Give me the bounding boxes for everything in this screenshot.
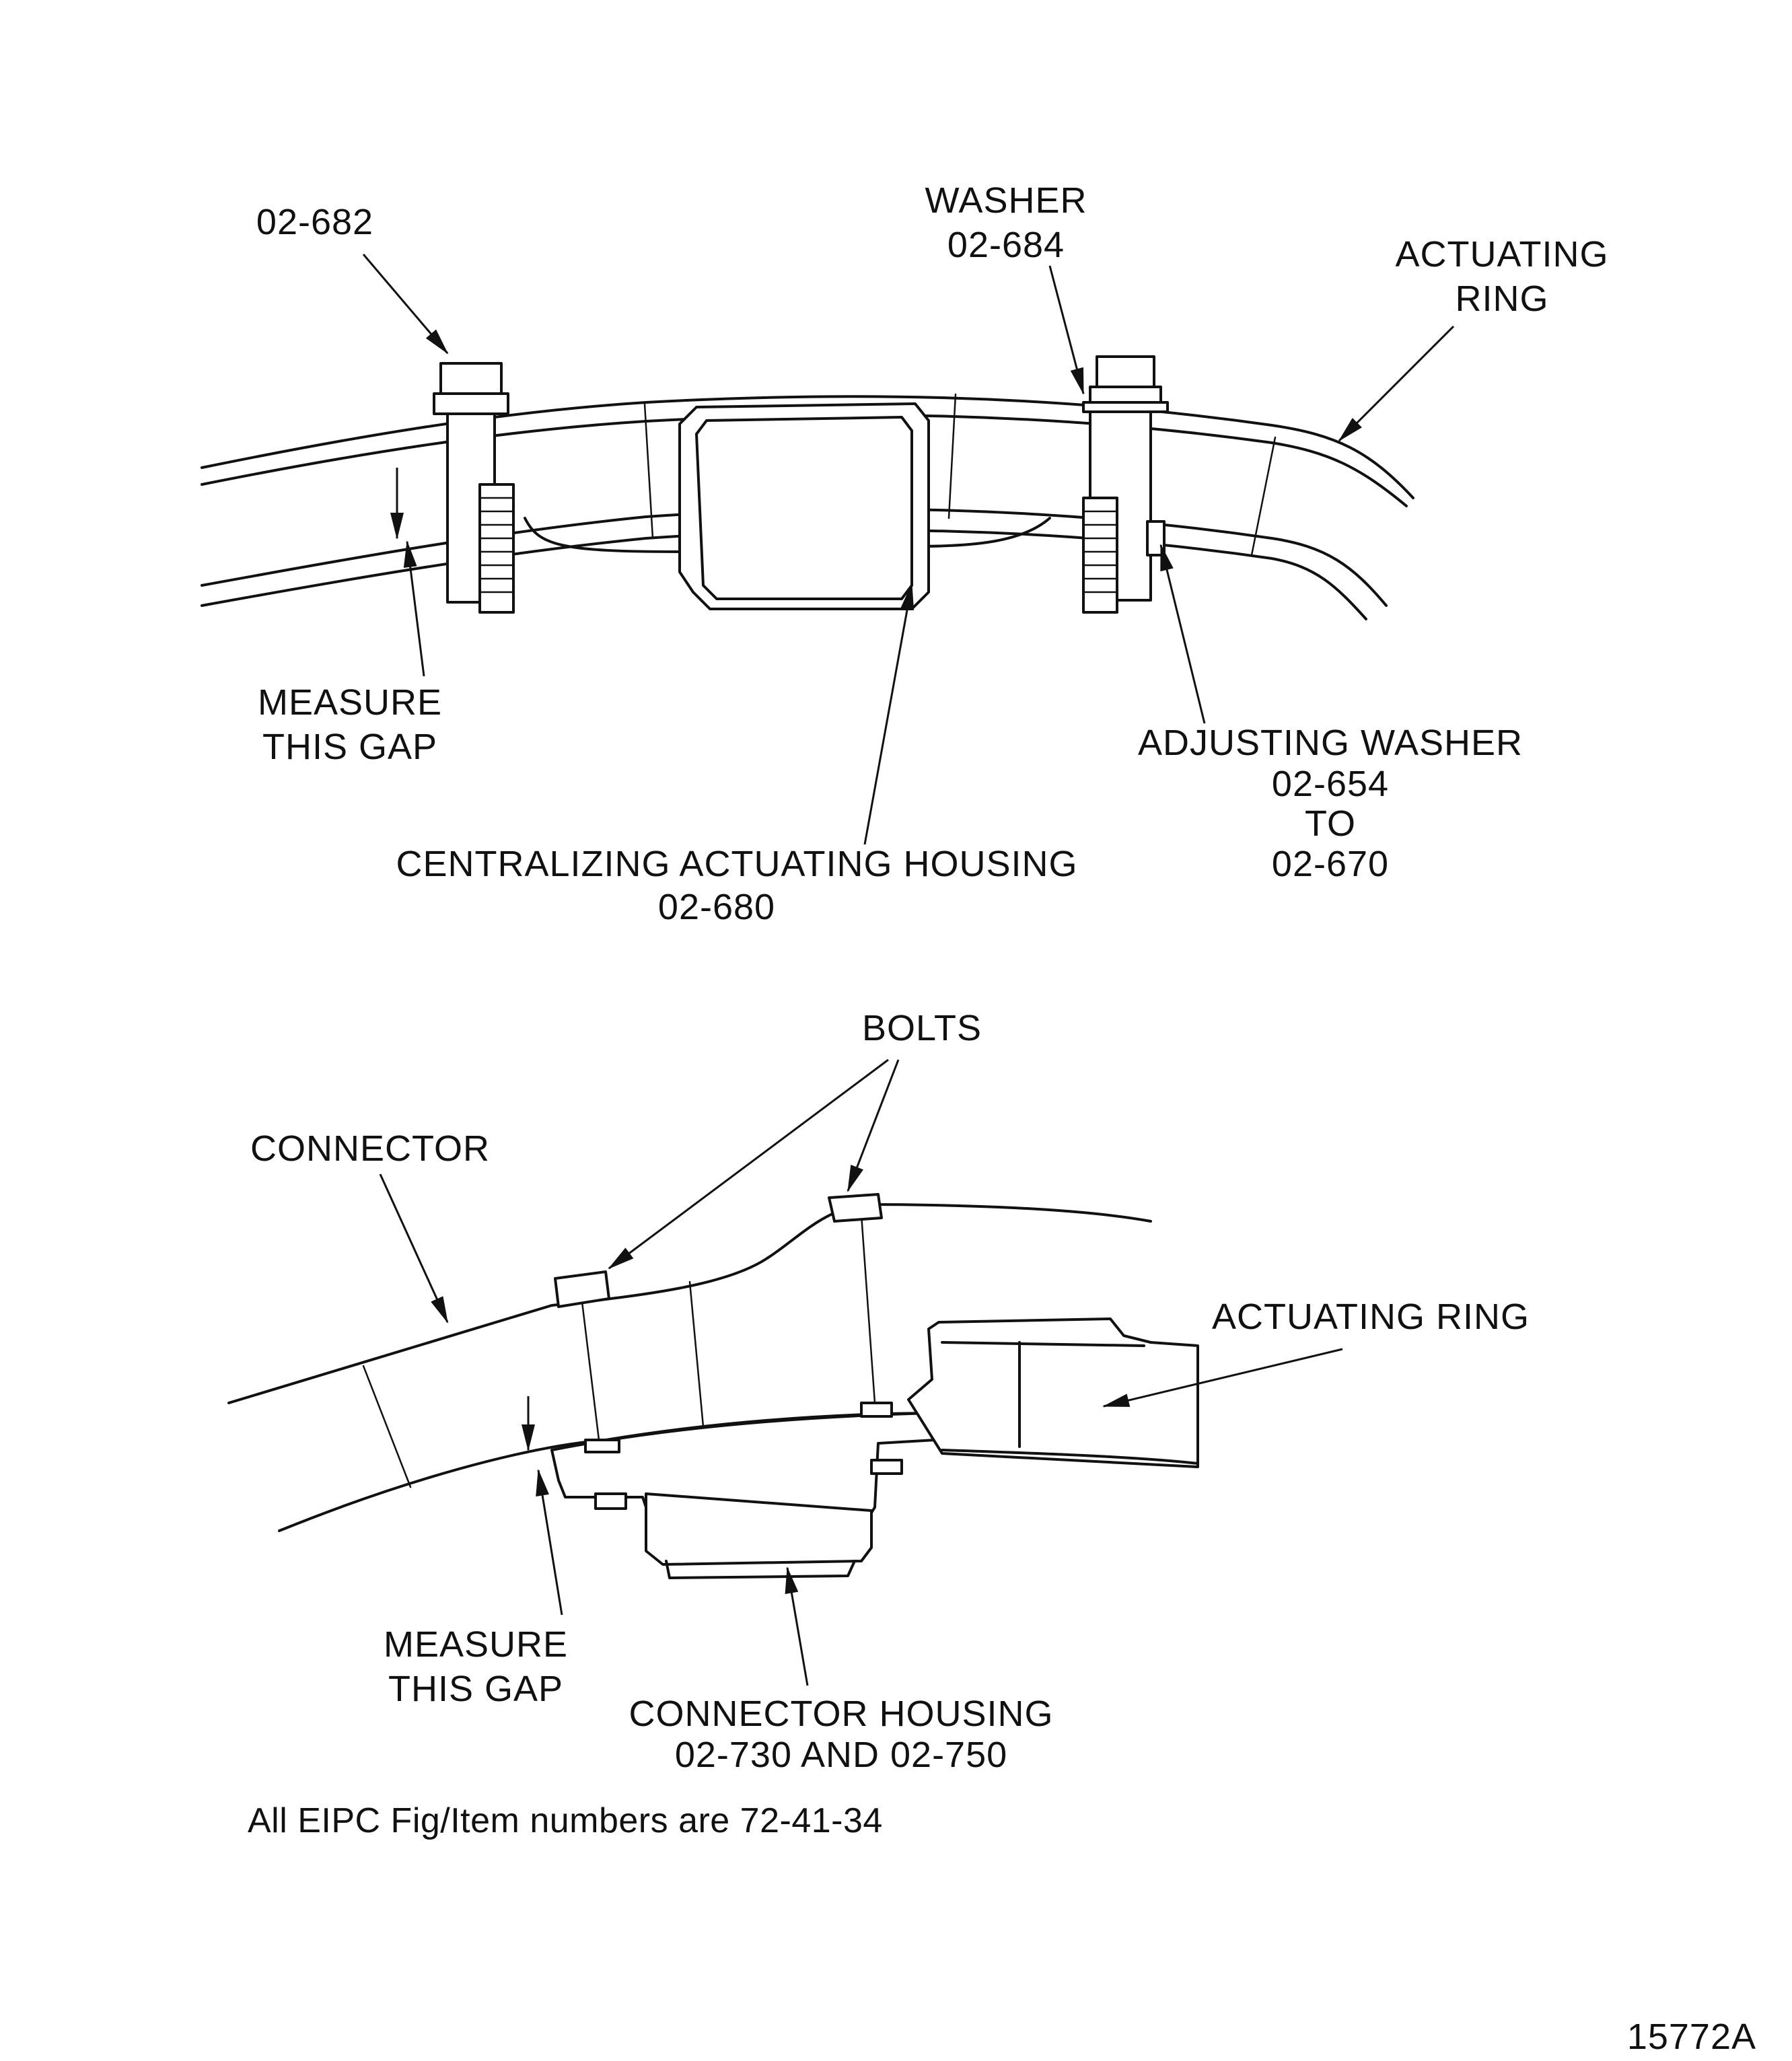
bolt-thread-right	[1082, 497, 1118, 614]
bolt-thread-lines-left	[478, 497, 515, 593]
bolt-thread-left	[478, 483, 515, 614]
bolt-thread-lines-right	[1082, 510, 1118, 593]
connector-housing-base	[665, 1560, 856, 1579]
connector-section-line	[860, 1213, 876, 1404]
label-measure-gap-line2: THIS GAP	[262, 727, 437, 767]
label-connector-housing-numbers: 02-730 AND 02-750	[675, 1735, 1007, 1775]
label-actuating-ring: ACTUATING RING	[1212, 1297, 1530, 1337]
leader-bolt-02-682	[362, 254, 449, 355]
label-measure-gap-line1: MEASURE	[384, 1624, 568, 1665]
label-adjusting-washer-from: 02-654	[1272, 764, 1389, 804]
label-connector-housing-title: CONNECTOR HOUSING	[629, 1694, 1053, 1734]
leader-actuating-ring	[1102, 1348, 1343, 1408]
label-connector: CONNECTOR	[250, 1128, 490, 1169]
centralizing-actuating-housing	[678, 402, 930, 610]
leader-gap-bottom	[536, 1469, 563, 1616]
top-view-labels: 02-682 WASHER 02-684 ACTUATING RING MEAS…	[256, 180, 1609, 927]
label-washer-number: 02-684	[947, 225, 1065, 265]
connector-gap-shim	[860, 1402, 893, 1418]
bottom-view-leaders	[379, 1058, 1343, 1686]
actuating-ring-lines	[941, 1341, 1199, 1465]
bottom-view-drawing	[227, 1193, 1199, 1579]
leader-gap-bottom	[403, 540, 425, 677]
connector-upper-edge	[227, 1203, 1152, 1404]
ring-upper-outer-edge	[201, 395, 1414, 499]
label-measure-gap-line2: THIS GAP	[388, 1669, 563, 1709]
bolt-head-right	[1096, 355, 1155, 392]
ring-section-line	[947, 393, 957, 519]
actuating-ring-end	[907, 1317, 1199, 1468]
connector-section-line	[581, 1301, 600, 1441]
label-housing-title: CENTRALIZING ACTUATING HOUSING	[396, 844, 1077, 884]
label-actuating-ring-line2: RING	[1456, 279, 1549, 319]
connector-housing-stud-left	[594, 1492, 627, 1510]
leader-connector	[379, 1173, 449, 1324]
footnote: All EIPC Fig/Item numbers are 72-41-34	[248, 1801, 883, 1840]
leader-bolts-right	[847, 1059, 900, 1192]
leader-washer-02-684	[1048, 265, 1085, 395]
leader-actuating-ring	[1338, 325, 1455, 442]
label-adjusting-washer-end: 02-670	[1272, 844, 1389, 884]
label-adjusting-washer-to: TO	[1305, 803, 1356, 844]
label-actuating-ring-line1: ACTUATING	[1396, 234, 1609, 275]
housing-inner-band	[524, 517, 1051, 553]
leader-connector-housing	[785, 1566, 809, 1686]
label-bolt-02-682: 02-682	[256, 202, 373, 242]
connector-housing-body	[645, 1492, 873, 1566]
leader-bolts-left	[608, 1058, 889, 1270]
label-adjusting-washer-title: ADJUSTING WASHER	[1138, 723, 1523, 763]
top-view-leaders	[362, 254, 1455, 845]
connector-gap-shim	[584, 1439, 620, 1453]
bolts-head-left	[554, 1270, 610, 1308]
connector-section-line	[688, 1280, 705, 1428]
leader-adjusting-washer	[1159, 544, 1206, 724]
ring-section-line	[643, 402, 654, 540]
top-view-drawing	[201, 355, 1414, 620]
bolt-flange-left	[433, 392, 509, 415]
label-housing-number: 02-680	[658, 887, 775, 927]
label-washer-title: WASHER	[925, 180, 1087, 221]
bottom-view-labels: BOLTS CONNECTOR ACTUATING RING MEASURE T…	[250, 1008, 1530, 1775]
label-measure-gap-line1: MEASURE	[258, 682, 442, 723]
ring-section-line	[1250, 436, 1277, 556]
bolts-head-right	[828, 1193, 883, 1223]
label-bolts: BOLTS	[862, 1008, 982, 1048]
figure-id: 15772A	[1627, 2017, 1756, 2057]
bolt-head-left	[439, 362, 503, 398]
leader-centralizing-housing	[863, 583, 915, 845]
connector-section-line	[362, 1365, 412, 1488]
washer-02-684	[1082, 401, 1169, 413]
connector-housing-stud-right	[870, 1459, 903, 1475]
